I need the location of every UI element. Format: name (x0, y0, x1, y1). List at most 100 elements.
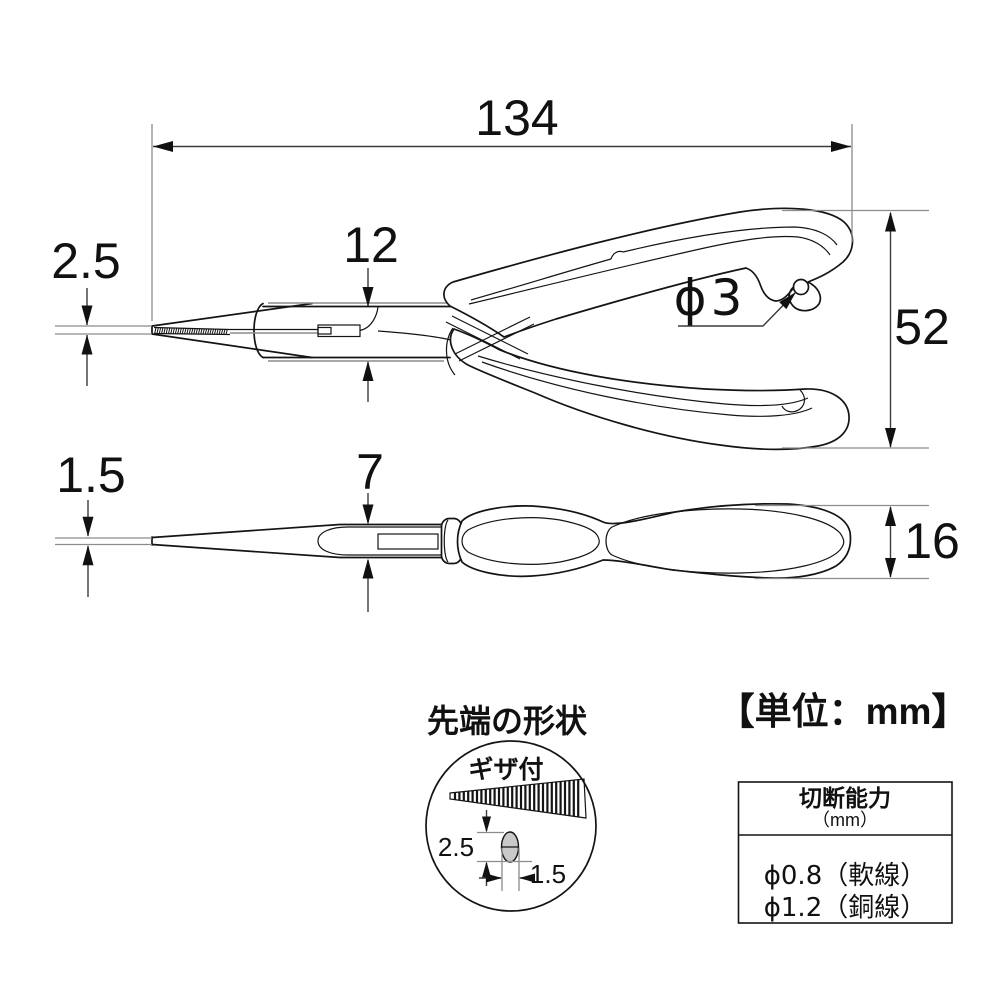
table-unit: （mm） (812, 810, 878, 830)
arrowhead-12-top (362, 287, 374, 307)
hatch-line (223, 329, 226, 335)
tip-detail: 先端の形状 ギザ付 2.5 1.5 (425, 703, 597, 912)
serration-top (153, 326, 231, 331)
upper-handle-inlay-line-a (470, 258, 612, 301)
tip-detail-title: 先端の形状 (427, 703, 588, 739)
side-view (151, 207, 854, 451)
arrowhead-7-top (362, 504, 374, 525)
upper-handle-inlay-notch (610, 250, 624, 260)
arrowhead-16-bottom (885, 558, 896, 578)
lower-handle-end-curl (781, 389, 806, 413)
table-row-copper-wire: ϕ1.2（銅線） (764, 893, 927, 923)
hatch-line (174, 327, 178, 334)
detail-arrowhead-2-5-bottom (482, 861, 491, 878)
top-joint-slot (377, 533, 439, 550)
seam-to-pivot (377, 330, 459, 343)
hatch-line (168, 327, 171, 334)
arrowhead-52-top (885, 211, 896, 232)
top-jaw-upper-edge (151, 523, 448, 539)
arrowhead-7-bottom (362, 558, 374, 579)
table-row-soft-wire: ϕ0.8（軟線） (764, 861, 927, 891)
hatch-line (195, 328, 198, 335)
jaw-front-arc (253, 302, 264, 359)
arrowhead-16-top (885, 506, 896, 526)
detail-label-2-5: 2.5 (438, 832, 474, 862)
hatch-line (184, 328, 187, 335)
serrated-wedge-outline (449, 778, 587, 819)
lower-handle-outline (449, 328, 850, 451)
hatch-line (172, 327, 175, 334)
upper-handle-outline (443, 207, 854, 338)
hatch-line (188, 328, 191, 335)
dim-label-1-5: 1.5 (56, 447, 126, 503)
hatch-line (211, 328, 214, 335)
detail-arrowhead-2-5-top (482, 816, 491, 833)
dim-label-2-5: 2.5 (51, 233, 121, 289)
lanyard-hole (792, 278, 810, 296)
lower-handle-inlay-line-a (481, 361, 813, 417)
hatch-line (193, 328, 196, 335)
hatch-line (186, 328, 189, 335)
hatch-line (165, 327, 168, 334)
hatch-line (197, 328, 201, 335)
top-view (151, 502, 852, 579)
arrowhead-2-5-bottom (81, 334, 93, 355)
table-title: 切断能力 (799, 785, 891, 811)
arrowhead-phi3 (779, 292, 796, 310)
serration-bottom (153, 332, 231, 336)
hatch-line (156, 327, 159, 334)
hatch-line (181, 328, 185, 335)
jaw-serration (154, 327, 228, 335)
hatch-line (191, 328, 194, 335)
hatch-line (207, 328, 210, 335)
arrowhead-1-5-top (82, 516, 94, 537)
pivot-cross-line-1 (451, 315, 529, 355)
arrowhead-12-bottom (362, 361, 374, 381)
arrowhead-52-bottom (885, 428, 896, 448)
cutter-slot (317, 324, 361, 338)
hatch-line (214, 329, 217, 335)
hatch-line (209, 328, 212, 335)
hatch-line (216, 329, 219, 335)
top-jaw-seam-lower (317, 540, 445, 556)
dim-label-phi3: ϕ3 (674, 269, 747, 327)
table-border (737, 781, 953, 924)
serrated-wedge-hatch (453, 779, 580, 818)
top-grip-right-inlay (605, 508, 845, 574)
upper-handle-core-line (468, 235, 831, 305)
arrowhead-1-5-bottom (82, 545, 94, 566)
dimension-annotations: 134 12 2.5 ϕ3 52 1.5 (51, 90, 960, 612)
arrowhead-134-right (831, 141, 851, 152)
serration-label: ギザ付 (468, 756, 543, 784)
detail-arrowhead-1-5-right (519, 873, 535, 883)
top-grip-left-inlay (461, 517, 600, 565)
hatch-line (225, 329, 228, 335)
dim-label-12: 12 (343, 217, 399, 273)
dim-label-52: 52 (894, 299, 950, 355)
hatch-line (161, 327, 164, 334)
pivot-cross-line-3 (454, 316, 531, 355)
hatch-line (200, 328, 203, 335)
top-jaw-seam-upper (317, 526, 445, 542)
lower-arm-front-edge (445, 327, 456, 376)
cutter-slot-tab (317, 326, 332, 335)
upper-handle-inlay-line-b (622, 226, 838, 253)
unit-note: 【単位：mm】 (718, 691, 969, 732)
handle-collar-line (443, 519, 449, 563)
hatch-line (163, 327, 166, 334)
hatch-line (158, 327, 162, 334)
arrowhead-2-5-top (81, 305, 93, 326)
detail-label-1-5: 1.5 (530, 859, 566, 889)
top-handle-outline (456, 502, 852, 579)
slot-to-top-arc (359, 306, 379, 332)
hatch-line (220, 329, 224, 335)
dim-label-16: 16 (904, 513, 960, 569)
arrowhead-134-left (153, 141, 173, 152)
hatch-line (179, 328, 182, 334)
hatch-line (177, 328, 180, 334)
detail-arrowhead-1-5-left (486, 873, 502, 883)
nose-bottom-edge (151, 333, 313, 359)
hatch-line (218, 329, 221, 335)
